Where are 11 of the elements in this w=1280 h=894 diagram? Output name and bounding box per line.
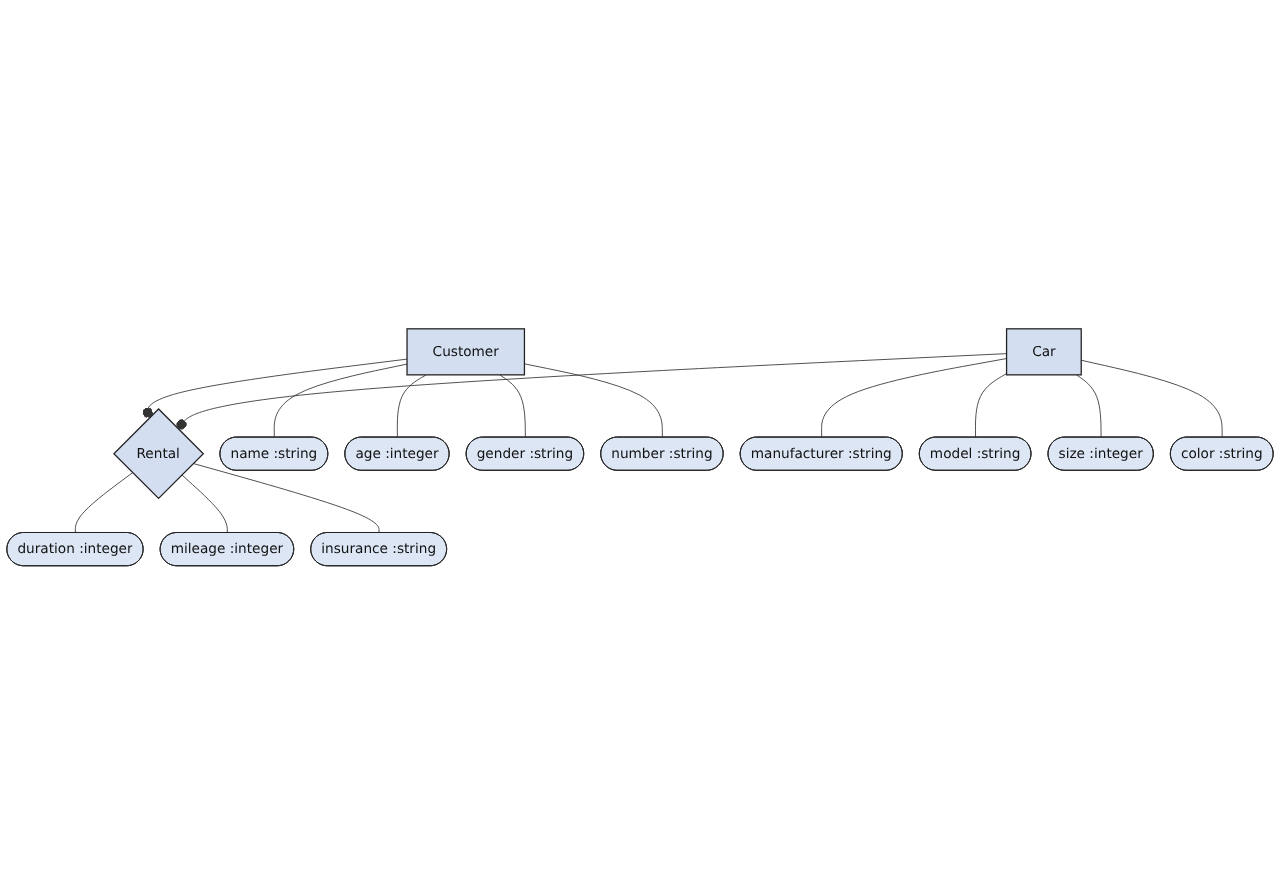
connector: [1080, 359, 1223, 438]
connector: [821, 357, 1007, 438]
connector: [524, 363, 663, 438]
connector: [74, 472, 133, 534]
connector: [192, 462, 380, 534]
connector: [975, 372, 1007, 438]
connector: [499, 374, 526, 438]
connector: [1076, 374, 1102, 438]
connector: [181, 474, 228, 534]
connector: [396, 374, 427, 438]
connector: [273, 363, 408, 438]
